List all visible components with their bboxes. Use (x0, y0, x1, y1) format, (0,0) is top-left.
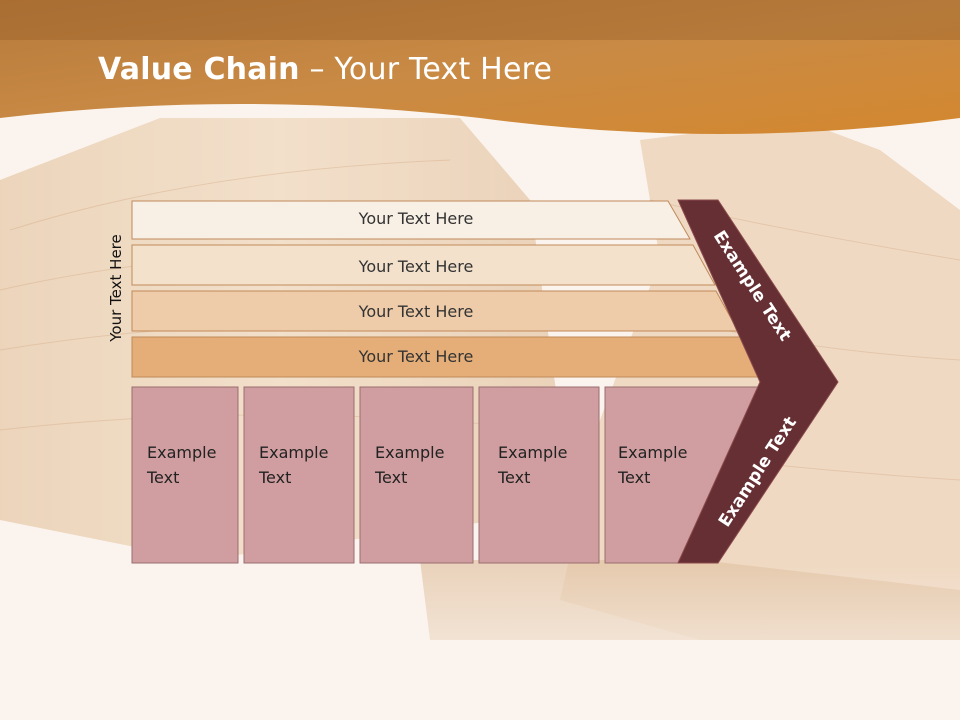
cell-box-4 (478, 386, 600, 564)
header-band (0, 0, 960, 134)
row-label-3: Your Text Here (358, 302, 474, 321)
cell-2-line1: Example (259, 443, 329, 462)
cell-5-line1: Example (618, 443, 688, 462)
row-label-4: Your Text Here (358, 347, 474, 366)
cell-1-line1: Example (147, 443, 217, 462)
chevron-shape (677, 199, 839, 564)
cell-box-3 (359, 386, 474, 564)
row-label-2: Your Text Here (358, 257, 474, 276)
cells-group (131, 386, 761, 564)
cell-3-line2: Text (375, 468, 408, 487)
row-banner-1 (131, 200, 691, 240)
row-banner-2 (131, 244, 716, 286)
cell-box-2 (243, 386, 355, 564)
cell-4-line1: Example (498, 443, 568, 462)
slide-title: Value Chain – Your Text Here (98, 52, 552, 87)
cell-4-line2: Text (498, 468, 531, 487)
row-label-1: Your Text Here (358, 209, 474, 228)
reflection-fade (0, 566, 960, 720)
cell-3-line1: Example (375, 443, 445, 462)
cell-2-line2: Text (259, 468, 292, 487)
cell-1-line2: Text (147, 468, 180, 487)
title-bold: Value Chain (98, 52, 300, 87)
title-rest: – Your Text Here (299, 52, 553, 87)
cell-5-line2: Text (618, 468, 651, 487)
cell-box-1 (131, 386, 239, 564)
side-label: Your Text Here (107, 234, 125, 342)
